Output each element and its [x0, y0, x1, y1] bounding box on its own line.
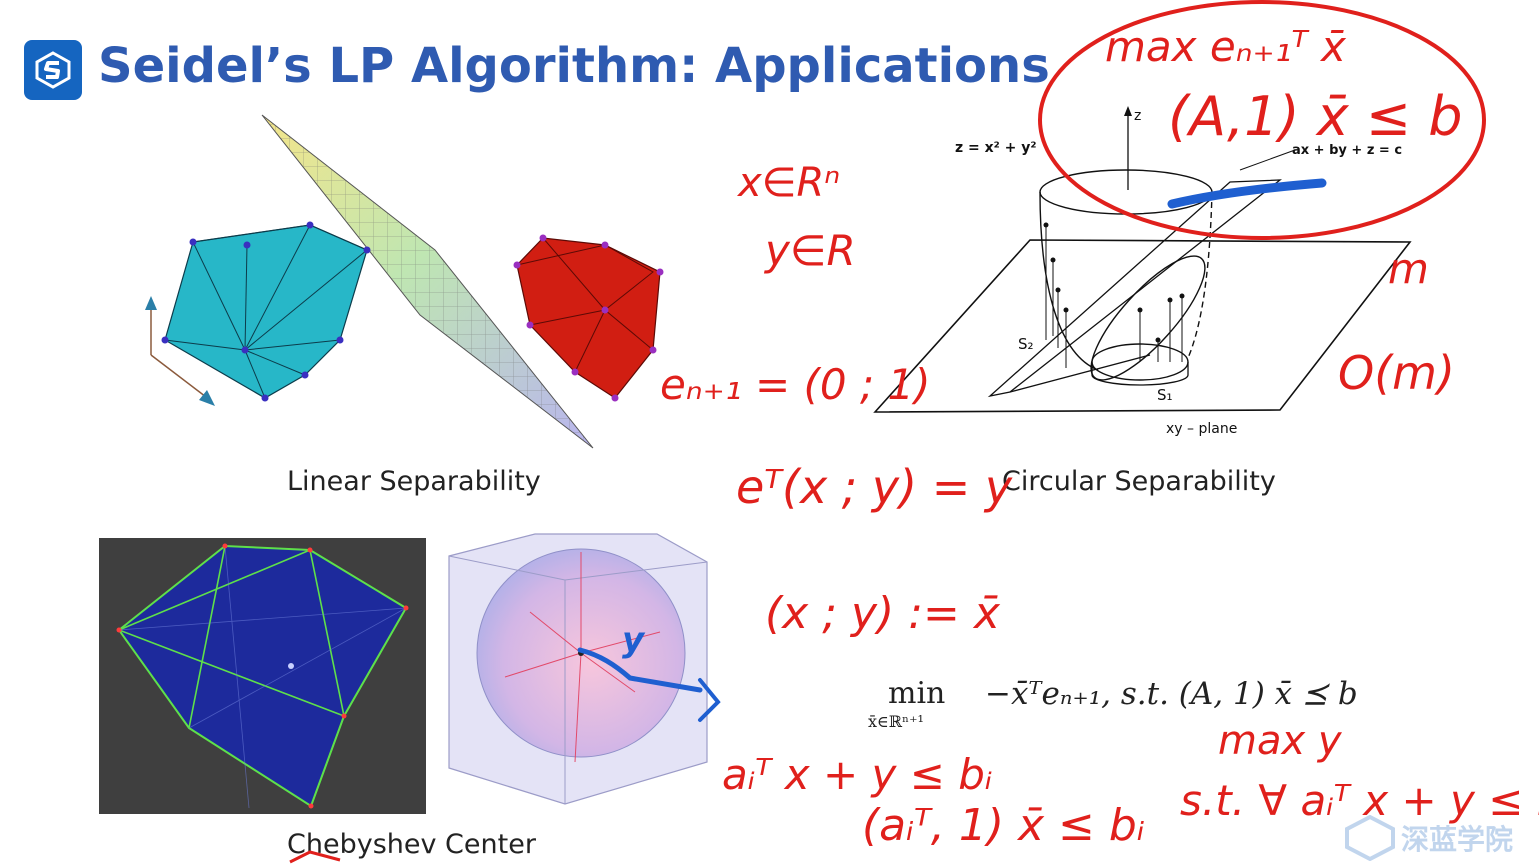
- linear-separability-figure: [135, 110, 675, 460]
- watermark-logo-icon: [1345, 815, 1395, 861]
- label-paraboloid: z = x² + y²: [955, 140, 1037, 156]
- watermark: 深蓝学院: [1345, 815, 1513, 861]
- note-x-in-r: x∈Rⁿ: [738, 160, 841, 206]
- note-e-product: eᵀ(x ; y) = y: [736, 460, 1013, 514]
- note-e-def: eₙ₊₁ = (0 ; 1): [660, 360, 931, 409]
- circular-separability-figure: [870, 100, 1415, 445]
- caption-circular-separability: Circular Separability: [1002, 466, 1276, 497]
- note-max-y: max y: [1218, 718, 1342, 764]
- label-s2: S₂: [1018, 335, 1034, 353]
- note-ai-vector: (aᵢᵀ, 1) x̄ ≤ bᵢ: [862, 800, 1145, 851]
- formula-body: −x̄ᵀeₙ₊₁, s.t. (A, 1) x̄ ⪯ b: [985, 676, 1358, 712]
- note-o-m: O(m): [1338, 346, 1455, 400]
- note-m: m: [1388, 244, 1429, 293]
- slide-title: Seidel’s LP Algorithm: Applications: [98, 38, 1050, 94]
- logo-icon: [24, 40, 82, 100]
- chebyshev-polytope-figure: [99, 538, 426, 814]
- chebyshev-sphere-figure: [445, 532, 713, 807]
- note-st-line: s.t. ∀ aᵢᵀ x + y ≤ bᵢ: [1180, 776, 1539, 825]
- note-y-in-r: y∈R: [765, 226, 856, 275]
- note-xbar-def: (x ; y) := x̄: [765, 588, 1000, 639]
- note-ai-line: aᵢᵀ x + y ≤ bᵢ: [722, 750, 993, 799]
- caption-linear-separability: Linear Separability: [287, 466, 541, 497]
- label-s1: S₁: [1157, 386, 1173, 404]
- note-constraint-top: (A,1) x̄ ≤ b: [1168, 85, 1463, 148]
- caption-chebyshev-center: Chebyshev Center: [287, 829, 536, 860]
- label-z-axis: z: [1134, 108, 1142, 124]
- watermark-text: 深蓝学院: [1401, 823, 1514, 856]
- formula-min: min: [888, 676, 946, 711]
- note-y-blue: y: [622, 620, 645, 660]
- label-xy-plane: xy – plane: [1166, 421, 1238, 437]
- note-max-top: max eₙ₊₁ᵀ x̄: [1105, 22, 1346, 71]
- formula-min-subscript: x̄∈ℝⁿ⁺¹: [868, 712, 924, 731]
